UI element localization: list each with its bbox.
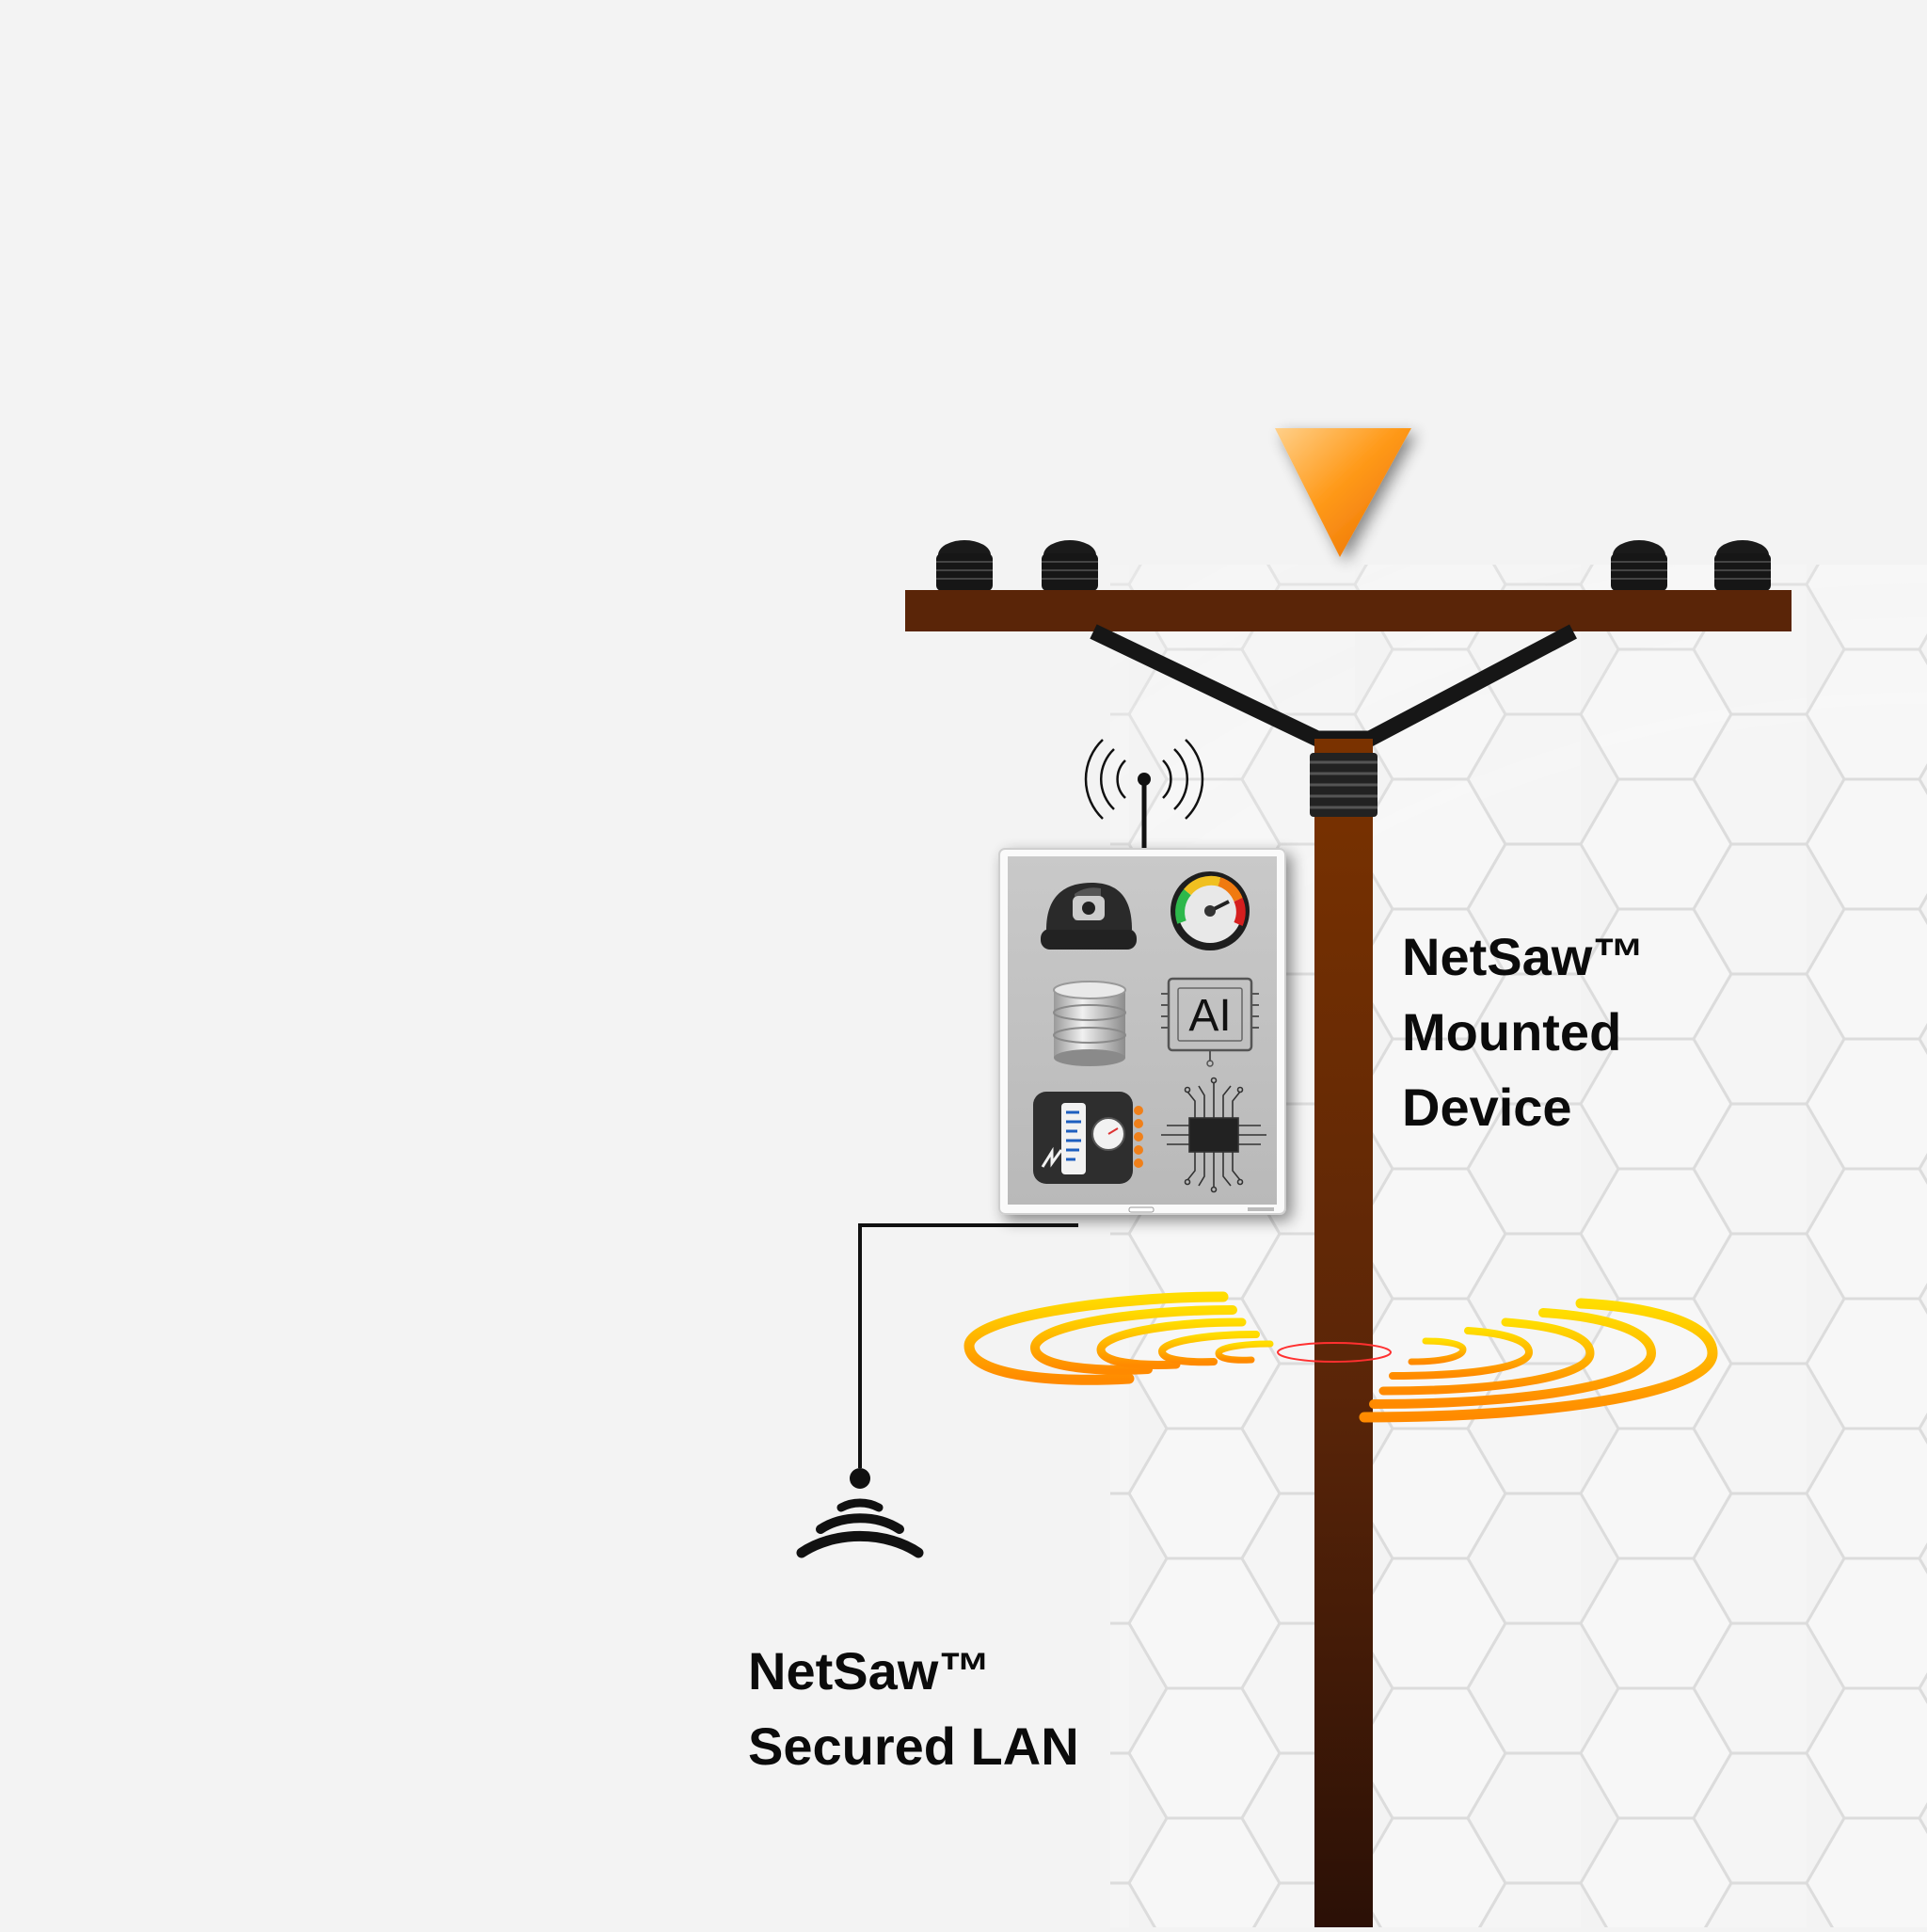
wifi-icon: [796, 1468, 924, 1558]
hexagon-background: [1110, 565, 1927, 1927]
insulator-1-icon: [936, 540, 993, 591]
meter-module-icon: [1033, 1092, 1143, 1184]
mounted-device-label: NetSaw™ Mounted Device: [1402, 919, 1645, 1145]
database-icon: [1053, 981, 1126, 1066]
insulator-2-icon: [1042, 540, 1098, 591]
ai-chip-icon: AI: [1161, 977, 1259, 1067]
broadcast-antenna-icon: [1084, 739, 1204, 849]
pole-collar: [1310, 753, 1378, 817]
ai-chip-label: AI: [1188, 991, 1231, 1041]
pole-crossarm: [905, 590, 1792, 631]
circuit-chip-icon: [1161, 1077, 1266, 1193]
signal-rings: [964, 1291, 1718, 1423]
device-label-line-2: Mounted: [1402, 1002, 1622, 1062]
device-label-line-1: NetSaw™: [1402, 927, 1646, 986]
utility-pole: [1314, 739, 1373, 1927]
speed-gauge-icon: [1171, 871, 1250, 950]
lan-label-line-2: Secured LAN: [748, 1716, 1079, 1776]
secured-lan-label: NetSaw™ Secured LAN: [748, 1634, 1079, 1784]
lan-connection-line: [858, 1223, 1078, 1468]
dome-camera-icon: [1041, 883, 1137, 950]
device-label-line-3: Device: [1402, 1078, 1572, 1137]
orange-triangle-icon: [1275, 428, 1411, 557]
insulator-3-icon: [1611, 540, 1667, 591]
insulator-4-icon: [1714, 540, 1771, 591]
insulators: [936, 540, 1771, 591]
lan-label-line-1: NetSaw™: [748, 1641, 992, 1700]
